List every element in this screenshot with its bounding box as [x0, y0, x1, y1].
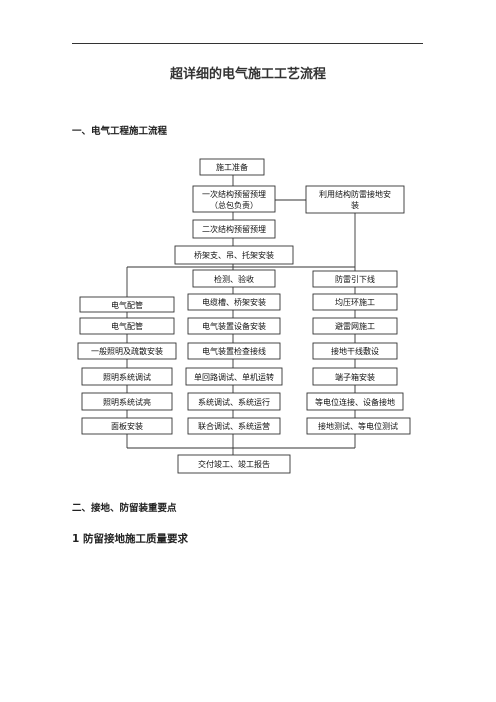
svg-text:端子箱安装: 端子箱安装 — [335, 372, 375, 382]
svg-text:施工准备: 施工准备 — [216, 162, 248, 172]
step-down-lead: 防雷引下线 — [312, 270, 398, 288]
svg-text:等电位连接、设备接地: 等电位连接、设备接地 — [315, 397, 395, 407]
subsection-heading: 1 防留接地施工质量要求 — [72, 533, 188, 545]
section-heading-1: 一、电气工程施工流程 — [72, 126, 168, 137]
svg-text:一般照明及疏散安装: 一般照明及疏散安装 — [91, 346, 163, 356]
svg-text:接地测试、等电位测试: 接地测试、等电位测试 — [318, 421, 398, 431]
flow-connectors — [126, 175, 356, 455]
step-second-embed: 二次结构预留预埋 — [192, 219, 276, 239]
svg-text:利用结构防雷接地安: 利用结构防雷接地安 — [319, 189, 391, 199]
svg-text:联合调试、系统运营: 联合调试、系统运营 — [198, 421, 270, 431]
step-ground-test: 接地测试、等电位测试 — [306, 417, 411, 435]
svg-text:一次结构预留预埋: 一次结构预留预埋 — [202, 189, 266, 199]
step-bracket: 桥架支、吊、托架安装 — [174, 245, 294, 265]
step-terminal-box: 端子箱安装 — [312, 367, 398, 386]
step-equi-conn: 等电位连接、设备接地 — [306, 392, 404, 411]
step-inspect: 检测、验收 — [192, 269, 276, 288]
step-prep: 施工准备 — [199, 158, 265, 176]
step-light-run: 照明系统试亮 — [81, 392, 173, 411]
svg-text:电气配管: 电气配管 — [111, 321, 143, 331]
svg-text:电气装置检查接线: 电气装置检查接线 — [202, 346, 266, 356]
svg-text:系统调试、系统运行: 系统调试、系统运行 — [198, 397, 270, 407]
step-panel: 面板安装 — [81, 417, 173, 435]
svg-text:装: 装 — [351, 200, 359, 210]
step-main-line: 接地干线敷设 — [312, 342, 398, 360]
step-tray: 电缆槽、桥架安装 — [187, 293, 281, 311]
svg-text:桥架支、吊、托架安装: 桥架支、吊、托架安装 — [194, 250, 274, 260]
svg-text:检测、验收: 检测、验收 — [214, 274, 254, 284]
svg-text:（总包负责）: （总包负责） — [210, 200, 258, 210]
svg-text:电气装置设备安装: 电气装置设备安装 — [202, 321, 266, 331]
step-device: 电气装置设备安装 — [187, 317, 281, 335]
svg-text:单回路调试、单机运转: 单回路调试、单机运转 — [194, 372, 274, 382]
svg-text:照明系统试亮: 照明系统试亮 — [103, 397, 151, 407]
svg-text:交付竣工、竣工报告: 交付竣工、竣工报告 — [198, 459, 270, 469]
step-conduit-2: 电气配管 — [79, 317, 175, 335]
svg-text:接地干线敷设: 接地干线敷设 — [331, 346, 379, 356]
step-light-test: 照明系统调试 — [81, 367, 173, 386]
svg-text:防雷引下线: 防雷引下线 — [335, 274, 375, 284]
step-conduit-1: 电气配管 — [79, 296, 175, 313]
step-handover: 交付竣工、竣工报告 — [177, 454, 291, 474]
section-heading-2: 二、接地、防留装重要点 — [72, 503, 177, 514]
document-title: 超详细的电气施工工艺流程 — [169, 67, 326, 82]
step-wiring-check: 电气装置检查接线 — [187, 342, 281, 360]
step-joint-test: 联合调试、系统运营 — [187, 417, 281, 435]
svg-text:避雷网施工: 避雷网施工 — [335, 321, 375, 331]
step-loop-test: 单回路调试、单机运转 — [185, 367, 283, 386]
svg-text:面板安装: 面板安装 — [111, 421, 143, 431]
svg-text:照明系统调试: 照明系统调试 — [103, 372, 151, 382]
step-ring: 均压环施工 — [312, 293, 398, 311]
header-rule — [72, 43, 423, 44]
svg-text:电缆槽、桥架安装: 电缆槽、桥架安装 — [202, 297, 266, 307]
step-lighting: 一般照明及疏散安装 — [77, 342, 177, 360]
step-net: 避雷网施工 — [312, 317, 398, 335]
step-sys-test: 系统调试、系统运行 — [187, 392, 281, 411]
svg-text:二次结构预留预埋: 二次结构预留预埋 — [202, 224, 266, 234]
svg-text:电气配管: 电气配管 — [111, 300, 143, 310]
svg-text:均压环施工: 均压环施工 — [335, 297, 375, 307]
step-struct-lightning: 利用结构防雷接地安 装 — [305, 185, 405, 214]
step-first-embed: 一次结构预留预埋 （总包负责） — [192, 185, 276, 213]
